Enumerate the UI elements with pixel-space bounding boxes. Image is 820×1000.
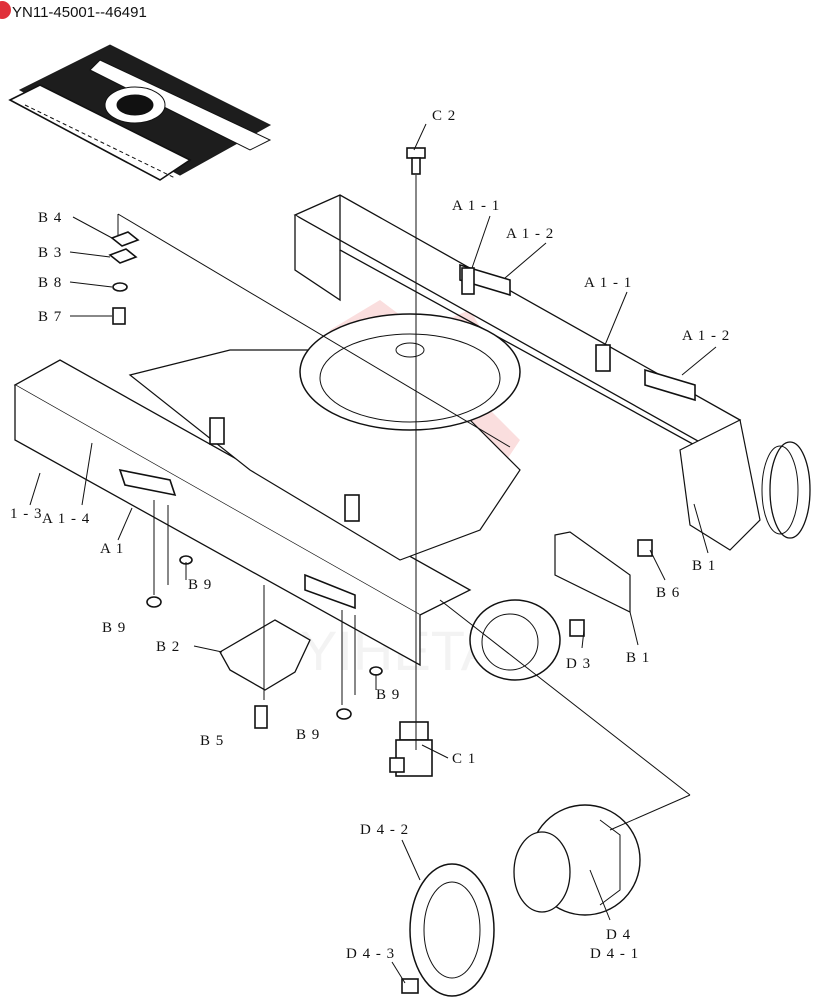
- label-b9-a: B 9: [188, 577, 212, 593]
- label-b8: B 8: [38, 275, 62, 291]
- label-b1-cover: B 1: [626, 650, 650, 666]
- travel-motor-d4: [513, 804, 641, 916]
- label-d4-1: D 4 - 1: [590, 946, 639, 962]
- sprocket-d4-2: [409, 863, 495, 997]
- label-b7: B 7: [38, 309, 62, 325]
- label-c1: C 1: [452, 751, 476, 767]
- idler-wheel: [761, 441, 811, 539]
- label-d4: D 4: [606, 927, 631, 943]
- cover-plate: [554, 531, 631, 613]
- label-a1-3: 1 - 3: [10, 506, 43, 522]
- label-a1: A 1: [100, 541, 124, 557]
- label-a1-1-top: A 1 - 1: [452, 198, 500, 214]
- label-a1-1-right: A 1 - 1: [584, 275, 632, 291]
- label-d4-3: D 4 - 3: [346, 946, 395, 962]
- label-a1-4: A 1 - 4: [42, 511, 90, 527]
- label-b1-right: B 1: [692, 558, 716, 574]
- label-b4: B 4: [38, 210, 62, 226]
- track-frame: [13, 194, 811, 681]
- small-hardware: [108, 147, 653, 994]
- label-b5: B 5: [200, 733, 224, 749]
- leader-lines: [29, 123, 717, 984]
- label-b3: B 3: [38, 245, 62, 261]
- serial-range: YN11-45001--46491: [12, 4, 147, 21]
- part-labels: C 2 A 1 - 1 A 1 - 2 A 1 - 1 A 1 - 2 B 4 …: [10, 108, 730, 962]
- label-b9-c: B 9: [376, 687, 400, 703]
- label-d3: D 3: [566, 656, 591, 672]
- label-c2: C 2: [432, 108, 456, 124]
- bracket-b2: [219, 619, 311, 691]
- label-d4-2: D 4 - 2: [360, 822, 409, 838]
- center-joint-c1: [389, 721, 433, 777]
- track-assembly-thumbnail: [8, 44, 272, 181]
- label-b9-b: B 9: [102, 620, 126, 636]
- header-badge: [0, 1, 11, 19]
- label-b2: B 2: [156, 639, 180, 655]
- label-b9-d: B 9: [296, 727, 320, 743]
- label-b6: B 6: [656, 585, 680, 601]
- label-a1-2-right: A 1 - 2: [682, 328, 730, 344]
- label-a1-2-top: A 1 - 2: [506, 226, 554, 242]
